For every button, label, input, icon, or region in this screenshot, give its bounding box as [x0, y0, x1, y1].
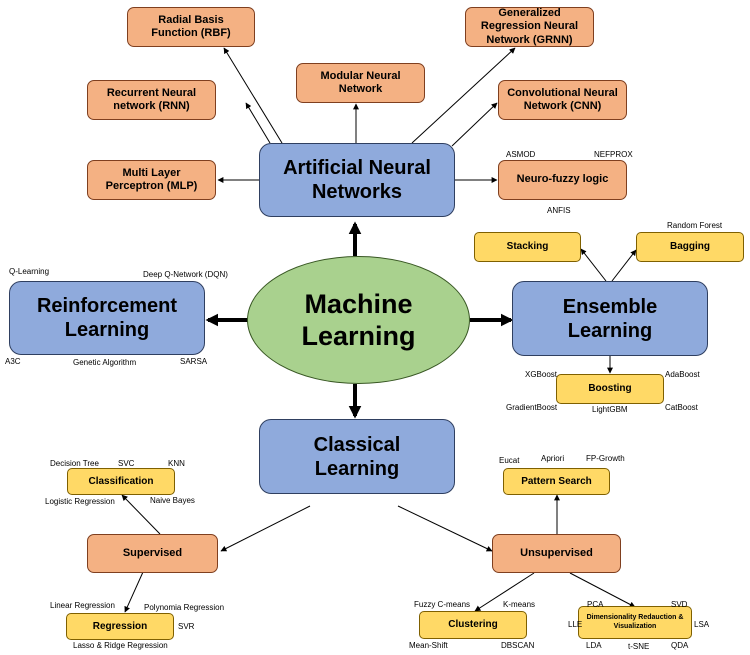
mlp-node: Multi Layer Perceptron (MLP): [87, 160, 216, 200]
neuro-fuzzy-node: Neuro-fuzzy logic: [498, 160, 627, 200]
bagging-node: Bagging: [636, 232, 744, 262]
label-random-forest: Random Forest: [667, 221, 723, 230]
label-svc: SVC: [118, 459, 135, 468]
boosting-node: Boosting: [556, 374, 664, 404]
label-genetic-algorithm: Genetic Algorithm: [73, 358, 137, 367]
classical-learning-node: Classical Learning: [259, 419, 455, 494]
arrow-ensemble-to-stacking: [580, 248, 607, 282]
label-logistic-regression: Logistic Regression: [45, 497, 115, 506]
pattern-search-node: Pattern Search: [503, 468, 610, 495]
label-adaboost: AdaBoost: [665, 370, 700, 379]
label-catboost: CatBoost: [665, 403, 698, 412]
label-svr: SVR: [178, 622, 195, 631]
arrow-classical-to-supervised: [220, 505, 311, 552]
modular-nn-node: Modular Neural Network: [296, 63, 425, 103]
grnn-node: Generalized Regression Neural Network (G…: [465, 7, 594, 47]
cnn-node: Convolutional Neural Network (CNN): [498, 80, 627, 120]
label-fp-growth: FP-Growth: [586, 454, 625, 463]
label-t-sne: t-SNE: [628, 642, 650, 651]
label-lsa: LSA: [694, 620, 710, 629]
label-decision-tree: Decision Tree: [50, 459, 99, 468]
label-lasso-ridge: Lasso & Ridge Regression: [73, 641, 168, 650]
arrow-ensemble-to-bagging: [611, 249, 637, 282]
unsupervised-node: Unsupervised: [492, 534, 621, 573]
arrow-supervised-to-classification: [121, 494, 161, 535]
label-lightgbm: LightGBM: [592, 405, 628, 414]
label-lle: LLE: [568, 620, 583, 629]
label-nefprox: NEFPROX: [594, 150, 633, 159]
machine-learning-node: Machine Learning: [247, 256, 470, 384]
rbf-node: Radial Basis Function (RBF): [127, 7, 255, 47]
rnn-node: Recurrent Neural network (RNN): [87, 80, 216, 120]
label-asmod: ASMOD: [506, 150, 536, 159]
arrow-ann-to-grnn: [411, 47, 516, 144]
label-anfis: ANFIS: [547, 206, 571, 215]
label-fuzzy-c-means: Fuzzy C-means: [414, 600, 471, 609]
regression-node: Regression: [66, 613, 174, 640]
label-q-learning: Q-Learning: [9, 267, 50, 276]
arrow-ann-to-rbf: [223, 47, 283, 144]
arrow-ann-to-rnn: [245, 102, 271, 144]
label-xgboost: XGBoost: [525, 370, 558, 379]
label-linear-regression: Linear Regression: [50, 601, 115, 610]
dim-reduction-node: Dimensionality Redauction & Visualizatio…: [578, 606, 692, 639]
label-eucat: Eucat: [499, 456, 520, 465]
ensemble-learning-node: Ensemble Learning: [512, 281, 708, 356]
label-gradientboost: GradientBoost: [506, 403, 558, 412]
label-k-means: K-means: [503, 600, 536, 609]
label-dqn: Deep Q-Network (DQN): [143, 270, 228, 279]
arrow-ann-to-cnn: [451, 102, 498, 147]
label-lda: LDA: [586, 641, 602, 650]
arrow-classical-to-unsupervised: [397, 505, 493, 552]
ann-node: Artificial Neural Networks: [259, 143, 455, 217]
reinforcement-learning-node: Reinforcement Learning: [9, 281, 205, 355]
arrow-unsupervised-to-clustering: [474, 572, 535, 612]
clustering-node: Clustering: [419, 611, 527, 639]
label-polynomia-regression: Polynomia Regression: [144, 603, 225, 612]
label-a3c: A3C: [5, 357, 21, 366]
label-svd: SVD: [671, 600, 688, 609]
label-apriori: Apriori: [541, 454, 565, 463]
stacking-node: Stacking: [474, 232, 581, 262]
arrow-supervised-to-regression: [124, 571, 144, 613]
label-pca: PCA: [587, 600, 604, 609]
label-dbscan: DBSCAN: [501, 641, 535, 650]
supervised-node: Supervised: [87, 534, 218, 573]
classification-node: Classification: [67, 468, 175, 495]
label-mean-shift: Mean-Shift: [409, 641, 448, 650]
label-qda: QDA: [671, 641, 689, 650]
arrow-unsupervised-to-dim-reduction: [569, 572, 636, 608]
label-naive-bayes: Naive Bayes: [150, 496, 195, 505]
label-sarsa: SARSA: [180, 357, 208, 366]
label-knn: KNN: [168, 459, 185, 468]
